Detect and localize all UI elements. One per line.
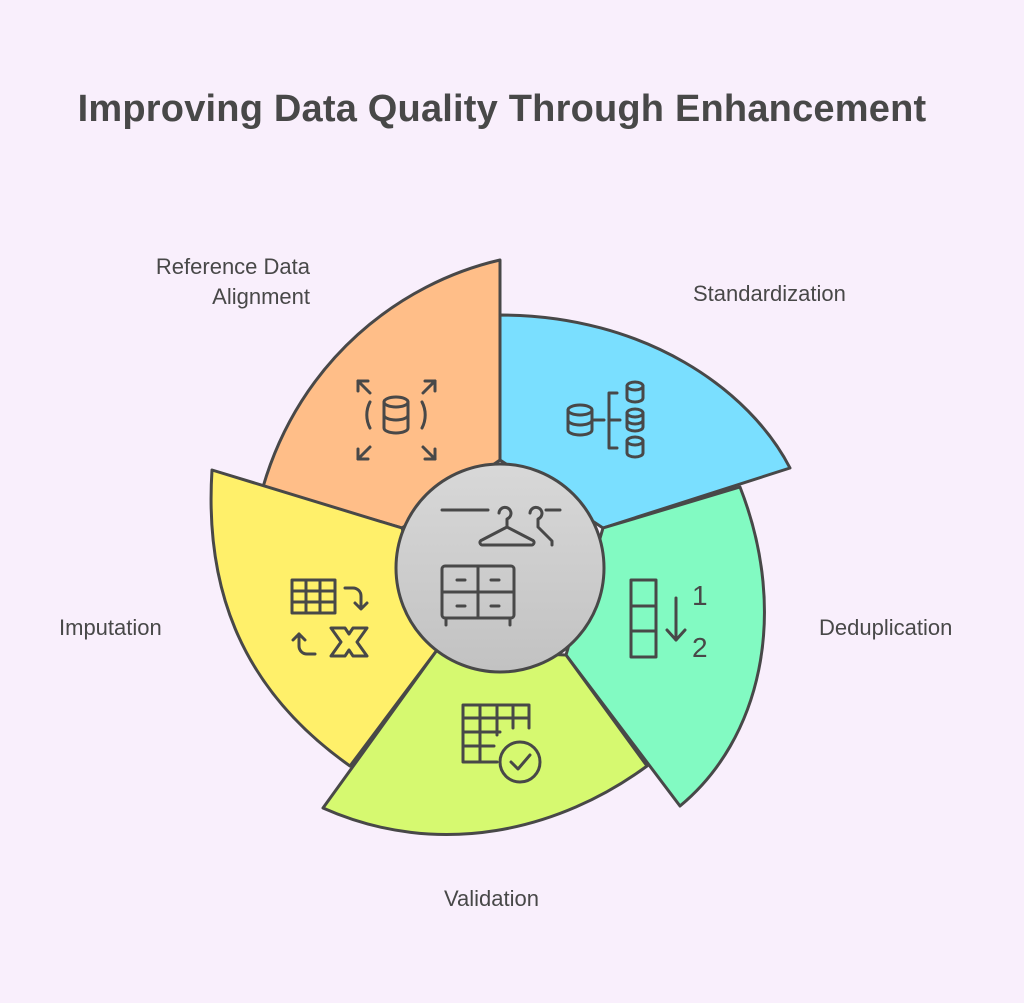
label-reference-data-alignment-line1: Reference Data [155, 254, 310, 279]
diagram-title: Improving Data Quality Through Enhanceme… [77, 88, 927, 130]
sort-numeric-icon: 1 2 [629, 578, 708, 663]
label-reference-data-alignment-line2: Alignment [212, 284, 310, 309]
label-validation: Validation [444, 886, 539, 911]
segment-imputation [209, 468, 439, 768]
label-deduplication: Deduplication [819, 615, 953, 640]
database-expand-icon [356, 379, 437, 461]
segment-deduplication [564, 485, 766, 808]
label-standardization: Standardization [693, 281, 846, 306]
segment-standardization [498, 313, 792, 530]
label-reference-data-alignment: Reference Data Alignment [110, 252, 310, 312]
label-imputation: Imputation [59, 615, 162, 640]
sort-number-one: 1 [692, 580, 708, 611]
sort-number-two: 2 [692, 632, 708, 663]
database-hierarchy-icon [566, 380, 645, 459]
center-hub [394, 462, 606, 674]
table-check-icon [461, 703, 542, 784]
segment-reference-data-alignment [261, 258, 502, 530]
closet-hangers-icon [440, 505, 562, 627]
table-replace-icon [290, 578, 369, 658]
